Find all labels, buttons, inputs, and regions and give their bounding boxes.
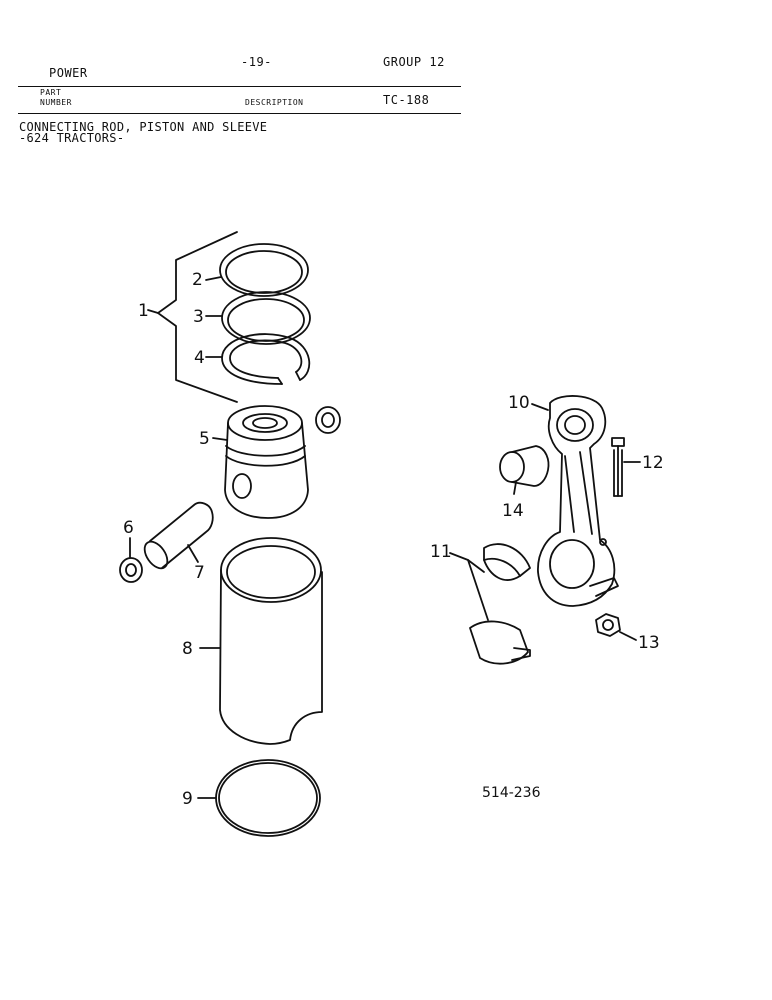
group-label: GROUP 12 [383,55,445,69]
callout-11: 11 [430,542,452,562]
callout-4: 4 [194,348,205,368]
callout-9: 9 [182,789,193,809]
section-title: POWER [49,66,88,80]
bearing-shell-lower [469,620,531,665]
column-part-label: PART [40,88,62,97]
callout-8: 8 [182,639,193,659]
piston-ring-4 [221,333,311,385]
column-description-label: DESCRIPTION [245,98,304,107]
page-subheading: -624 TRACTORS- [19,131,125,145]
page-heading: CONNECTING ROD, PISTON AND SLEEVE [19,120,268,134]
snap-ring-upper [315,406,341,434]
callout-2: 2 [192,270,203,290]
callout-5: 5 [199,429,210,449]
snap-ring-lower [119,557,143,583]
header-bottom-rule [18,113,461,114]
leader-1 [147,309,159,314]
callout-7: 7 [194,563,205,583]
piston-ring-2 [219,243,309,297]
bushing [499,445,550,487]
column-number-label: NUMBER [40,98,72,107]
callout-10: 10 [508,393,530,413]
header-top-rule [18,86,461,87]
rod-nut [595,613,621,637]
cylinder-sleeve [219,537,323,745]
rod-bolt [611,437,625,497]
callout-13: 13 [638,633,660,653]
o-ring [215,759,321,837]
piston-ring-3 [221,291,311,345]
callout-12: 12 [642,453,664,473]
reference-code: TC-188 [383,93,430,107]
callout-14: 14 [502,501,524,521]
callout-6: 6 [123,518,134,538]
page-number: -19- [241,55,272,69]
piston [224,405,309,519]
illustration-reference: 514-236 [482,785,541,801]
callout-3: 3 [193,307,204,327]
callout-1: 1 [138,301,149,321]
piston-pin [143,501,214,570]
connecting-rod [537,395,619,607]
bearing-shell-upper [483,543,531,581]
